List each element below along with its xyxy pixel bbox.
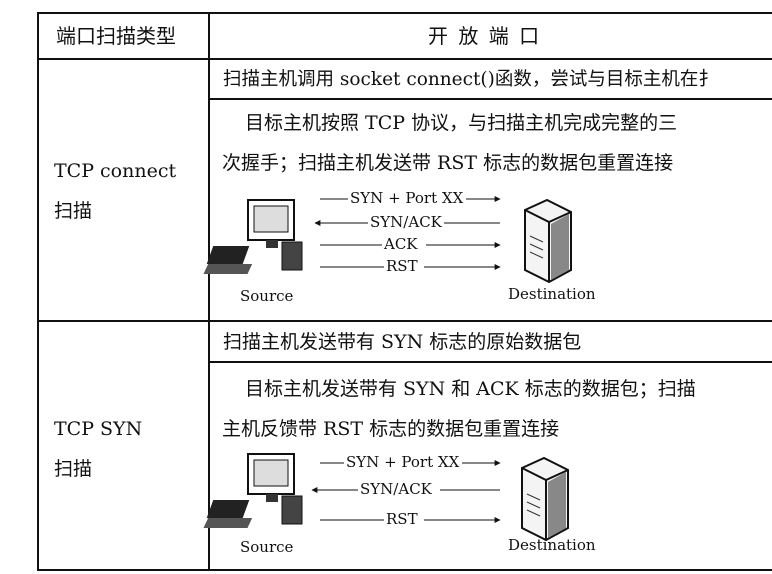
arrow-label: SYN/ACK xyxy=(370,213,443,231)
row-divider xyxy=(37,320,772,322)
header-type: 端口扫描类型 xyxy=(56,24,176,48)
source-label: Source xyxy=(240,287,294,305)
row1-step2-line1: 目标主机按照 TCP 协议，与扫描主机完成完整的三 xyxy=(245,112,678,134)
server-icon xyxy=(521,456,569,542)
arrow-label: RST xyxy=(386,257,418,275)
row2-type-line2: 扫描 xyxy=(54,458,93,480)
destination-label: Destination xyxy=(508,536,596,554)
row1-type-line2: 扫描 xyxy=(54,200,93,222)
row2-step1: 扫描主机发送带有 SYN 标志的原始数据包 xyxy=(223,331,582,353)
row1-step1-divider xyxy=(209,98,772,100)
row1-step2-line2: 次握手；扫描主机发送带 RST 标志的数据包重置连接 xyxy=(222,152,674,174)
computer-icon xyxy=(203,453,303,528)
table-left-border xyxy=(37,12,39,571)
row2-step2-line1: 目标主机发送带有 SYN 和 ACK 标志的数据包；扫描 xyxy=(245,378,696,400)
arrow-label: RST xyxy=(386,510,418,528)
table-top-border xyxy=(37,12,772,14)
row2-handshake-diagram: SYN + Port XX SYN/ACK RST Source Destina… xyxy=(203,453,596,556)
row2-step2-line2: 主机反馈带 RST 标志的数据包重置连接 xyxy=(222,418,560,440)
row1-type-line1: TCP connect xyxy=(54,160,177,182)
source-label: Source xyxy=(240,538,294,556)
server-icon xyxy=(524,198,572,284)
row1-step1: 扫描主机调用 socket connect()函数，尝试与目标主机在扌 xyxy=(223,69,717,90)
arrow-label: SYN/ACK xyxy=(360,480,433,498)
row2-step1-divider xyxy=(209,361,772,363)
row2-type-line1: TCP SYN xyxy=(54,418,143,440)
arrow-label: SYN + Port XX xyxy=(350,189,464,207)
arrow-label: SYN + Port XX xyxy=(346,453,460,471)
destination-label: Destination xyxy=(508,285,596,303)
row1-handshake-diagram: SYN + Port XX SYN/ACK ACK RST Source Des… xyxy=(203,189,596,305)
arrow-label: ACK xyxy=(383,235,418,253)
computer-icon xyxy=(203,199,303,274)
table-bottom-border xyxy=(37,569,772,571)
column-divider xyxy=(208,12,210,571)
header-open-ports: 开 放 端 口 xyxy=(428,24,542,48)
header-bottom-border xyxy=(37,58,772,60)
